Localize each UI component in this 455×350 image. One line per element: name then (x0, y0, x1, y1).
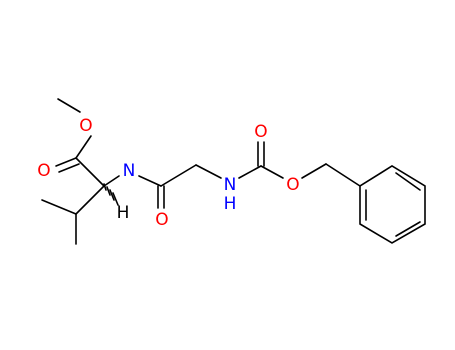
atom-o-benzyl: O (286, 175, 299, 195)
bond-benzyl-ring (325, 163, 361, 187)
bond-methylene-nitrogen (195, 164, 222, 179)
atom-n-valine: N (123, 161, 136, 181)
atom-n-carbamate: N (224, 175, 237, 195)
atom-h-carbamate: H (224, 194, 237, 214)
bond-carbamate-oxygen (260, 165, 284, 179)
bond-nitrogen-carbamate (238, 165, 262, 179)
bond-oxygen-ester-carbon (75, 135, 92, 159)
atom-h-stereo: H (117, 203, 130, 223)
bond-alpha-nitrogen (103, 175, 120, 187)
benzene-ring (359, 165, 426, 244)
bond-methyl-oxygen (57, 98, 81, 113)
bond-ester-carbonyl-2 (58, 163, 80, 173)
bond-ester-alpha (75, 157, 105, 187)
atom-o-methoxy: O (79, 116, 92, 136)
bond-nitrogen-amide (138, 175, 162, 187)
hashed-wedge-bond (103, 183, 119, 206)
atom-o-ester-carbonyl: O (37, 161, 50, 181)
bond-alpha-isopropyl (75, 185, 105, 215)
bond-oxygen-benzyl (301, 163, 327, 179)
bond-ester-carbonyl-1 (55, 157, 77, 167)
bond-amide-methylene (160, 164, 197, 187)
atom-o-carbamate-carbonyl: O (254, 122, 267, 142)
atom-o-amide: O (155, 210, 168, 230)
bond-isopropyl-methyl-upper (41, 199, 77, 215)
